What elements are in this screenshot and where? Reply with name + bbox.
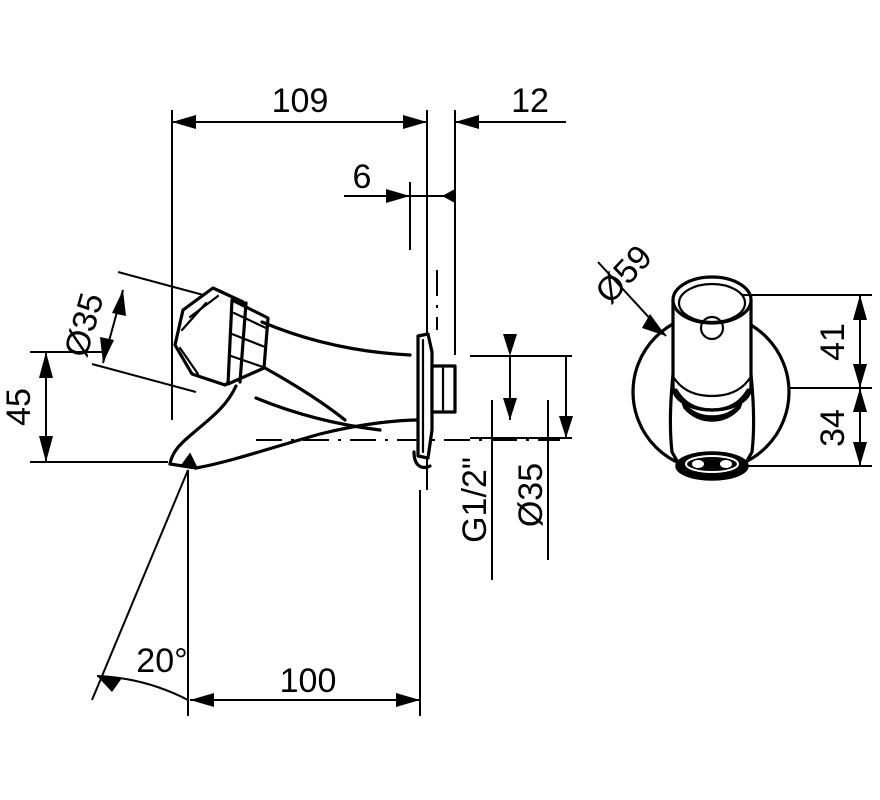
front-head-inner-ellipse	[677, 282, 747, 324]
dimension-41-34: 41 34	[740, 294, 872, 467]
arrow-41-top	[853, 295, 867, 320]
head-cap-highlight-2	[180, 301, 208, 332]
arrow-100-left	[190, 693, 214, 707]
front-head-button	[699, 315, 725, 341]
dimension-12: 12	[455, 82, 566, 129]
dimension-d59: Ø59	[588, 238, 667, 337]
ext-line-d35-lower	[91, 363, 197, 393]
dim-label-34: 34	[814, 409, 852, 447]
wall-flange-edge	[416, 332, 434, 460]
arc-20-degrees	[96, 675, 189, 701]
collar-divider	[238, 301, 248, 384]
spout-lower-contour	[194, 418, 422, 470]
dim-label-20-degrees: 20°	[136, 642, 187, 680]
spout-outlet-mark	[180, 452, 198, 467]
dim-label-d59: Ø59	[588, 238, 660, 311]
arrow-d59	[642, 314, 666, 336]
flange-bottom-curve	[412, 450, 432, 470]
front-outlet-highlight-left	[692, 460, 704, 468]
body-mid-contour	[263, 366, 347, 422]
arrow-inlet-down	[503, 334, 517, 356]
dim-label-g-half: G1/2"	[456, 457, 494, 543]
arrow-41-bottom	[853, 364, 867, 388]
head-cap-edge-lower	[178, 346, 200, 376]
dim-label-12: 12	[511, 82, 549, 120]
dim-label-6: 6	[353, 158, 372, 196]
spout-upper-inner	[254, 396, 382, 432]
thread-labels: G1/2" Ø35	[456, 400, 550, 580]
arrow-109-right	[403, 115, 427, 129]
dim-label-41: 41	[814, 323, 852, 361]
arrow-d35-top	[112, 290, 126, 316]
dim-label-100: 100	[280, 662, 337, 700]
dim-label-d35-vertical: Ø35	[512, 463, 550, 527]
arrow-34-top	[853, 388, 867, 412]
faucet-front-view	[631, 275, 791, 481]
spout-tip-bottom	[168, 462, 198, 470]
ext-line-angled-20	[91, 469, 189, 701]
arrow-34-bottom	[853, 442, 867, 466]
arrow-109-left	[172, 115, 196, 129]
dimension-45: 45	[0, 351, 168, 463]
front-head-ring-1	[672, 376, 752, 398]
collar-rib-2	[230, 332, 267, 349]
collar-rib-3	[229, 354, 265, 369]
body-top-contour	[260, 320, 412, 357]
arrow-inlet-up	[503, 398, 517, 420]
arrow-d35-bottom	[100, 337, 114, 363]
arrow-12-left	[455, 115, 479, 129]
arrow-outer-up	[559, 416, 573, 438]
front-outlet-inner	[685, 455, 739, 473]
arrow-45-bottom	[39, 436, 53, 462]
dimension-20-degrees: 20°	[91, 469, 189, 716]
dimension-6: 6	[344, 158, 455, 203]
arrow-100-right	[396, 693, 420, 707]
arrow-6-right	[442, 189, 455, 203]
arrow-20-degrees	[97, 676, 122, 692]
spout-back-contour	[168, 384, 238, 466]
dimension-100: 100	[190, 490, 421, 716]
collar-rib-1	[232, 311, 268, 330]
front-head-ring-2	[674, 388, 750, 412]
front-head-shadow-band	[681, 401, 743, 422]
dimension-109: 109	[172, 82, 427, 129]
dim-label-45: 45	[0, 388, 38, 426]
dim-label-109: 109	[272, 82, 329, 120]
arrow-45-top	[39, 352, 53, 378]
faucet-side-view	[168, 270, 573, 470]
front-outlet-highlight-right	[720, 460, 732, 468]
arrow-6-left	[386, 189, 410, 203]
